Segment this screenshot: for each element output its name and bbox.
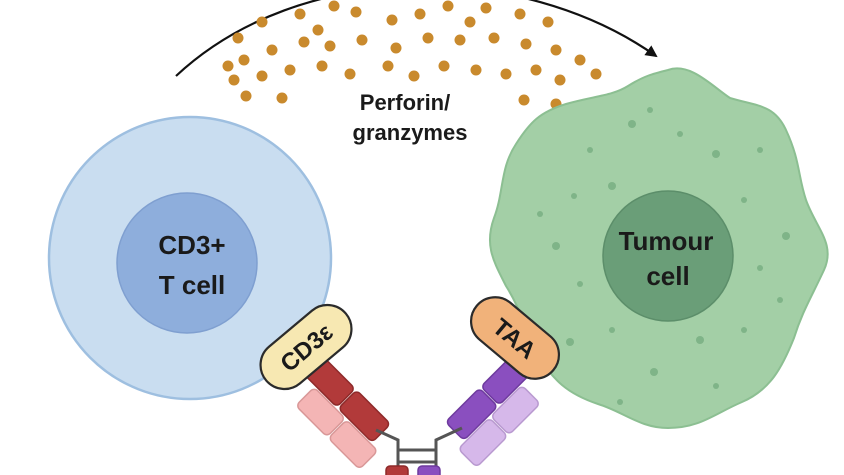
granule	[276, 92, 288, 104]
cytoplasm-dot	[587, 147, 593, 153]
left-light-chain-inner	[329, 421, 377, 468]
granule	[294, 8, 306, 20]
granule	[390, 42, 402, 54]
granule	[344, 68, 356, 80]
granule	[488, 32, 500, 44]
cytoplasm-dot	[552, 242, 560, 250]
granule	[266, 44, 278, 56]
cytoplasm-dot	[577, 281, 583, 287]
granule	[408, 70, 420, 82]
cytoplasm-dot	[741, 327, 747, 333]
t-cell-nucleus	[116, 192, 258, 334]
cytoplasm-dot	[650, 368, 658, 376]
cytoplasm-dot	[566, 338, 574, 346]
cytoplasm-dot	[712, 150, 720, 158]
cytoplasm-dot	[757, 265, 763, 271]
t-cell: CD3+ T cell	[47, 115, 333, 401]
t-cell-label-line1: CD3+	[158, 230, 225, 260]
taa-badge-shape	[469, 296, 561, 380]
granule	[454, 34, 466, 46]
cytoplasm-dot	[628, 120, 636, 128]
granule	[480, 2, 492, 14]
granule	[222, 60, 234, 72]
release-arrow	[175, 0, 658, 77]
cytoplasm-dot	[741, 197, 747, 203]
tumour-nucleus	[602, 190, 734, 322]
granule	[382, 60, 394, 72]
right-light-chain-outer	[492, 386, 539, 434]
fc-left-chain	[385, 465, 409, 475]
cytoplasm-dot	[537, 211, 543, 217]
granule	[520, 38, 532, 50]
hinge-right-link	[434, 426, 463, 470]
perforin-label-line1: Perforin/	[360, 90, 450, 115]
antibody-hinge	[375, 426, 463, 475]
granule	[500, 68, 512, 80]
left-light-chain-outer	[297, 388, 344, 436]
cytoplasm-dot	[696, 336, 704, 344]
cytoplasm-dot	[777, 297, 783, 303]
granule	[554, 74, 566, 86]
granule	[530, 64, 542, 76]
cytoplasm-dot	[609, 327, 615, 333]
cytoplasm-dot	[713, 383, 719, 389]
perforin-granules	[222, 0, 602, 110]
granule	[550, 44, 562, 56]
granule	[350, 6, 362, 18]
granule	[470, 64, 482, 76]
granule	[514, 8, 526, 20]
cytoplasm-dot	[617, 399, 623, 405]
cytoplasm-dot	[757, 147, 763, 153]
perforin-label-line2: granzymes	[353, 120, 468, 145]
granule	[414, 8, 426, 20]
granule	[386, 14, 398, 26]
cytoplasm-dot	[782, 232, 790, 240]
cytoplasm-dot	[571, 193, 577, 199]
granule	[298, 36, 310, 48]
granule	[574, 54, 586, 66]
tumour-cell: Tumour cell	[489, 67, 829, 430]
granule	[518, 94, 530, 106]
granule	[232, 32, 244, 44]
t-cell-label-line2: T cell	[159, 270, 225, 300]
tumour-label-line1: Tumour	[619, 226, 714, 256]
granule	[356, 34, 368, 46]
tumour-label-line2: cell	[646, 261, 689, 291]
cd3e-badge-shape	[259, 303, 353, 391]
granule	[542, 16, 554, 28]
granule	[422, 32, 434, 44]
right-light-chain-inner	[459, 419, 507, 466]
granule	[256, 70, 268, 82]
granule	[324, 40, 336, 52]
granule	[328, 0, 340, 12]
granule	[284, 64, 296, 76]
granule	[590, 68, 602, 80]
granule	[438, 60, 450, 72]
granule	[240, 90, 252, 102]
fc-right-chain	[417, 465, 441, 475]
granule	[238, 54, 250, 66]
hinge-left-link	[375, 428, 400, 470]
granule	[228, 74, 240, 86]
granule	[312, 24, 324, 36]
granule	[316, 60, 328, 72]
granule	[442, 0, 454, 12]
cytoplasm-dot	[608, 182, 616, 190]
tumour-cytoplasm-dots	[537, 107, 790, 405]
granule	[464, 16, 476, 28]
cytoplasm-dot	[647, 107, 653, 113]
granule	[256, 16, 268, 28]
cytoplasm-dot	[677, 131, 683, 137]
